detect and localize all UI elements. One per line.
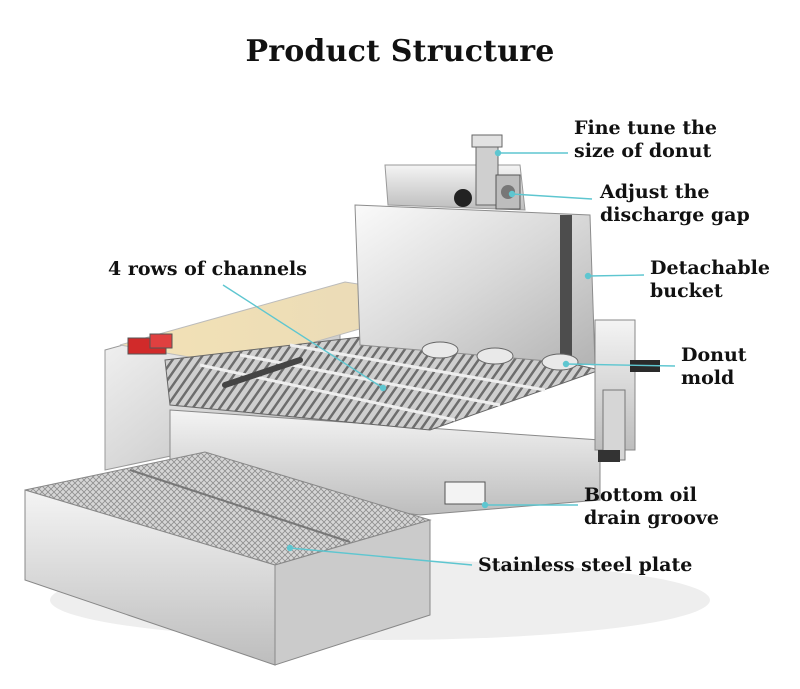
conveyor-roller: [222, 357, 303, 388]
label-drain-line2: drain groove: [584, 507, 720, 529]
label-discharge-gap: Adjust the discharge gap: [600, 181, 750, 227]
label-discharge-line2: discharge gap: [600, 204, 750, 226]
leader-fine-tune-dot: [494, 149, 502, 157]
channel-divider-1: [199, 363, 456, 422]
label-bucket: Detachable bucket: [650, 257, 770, 303]
label-drain-groove: Bottom oil drain groove: [584, 484, 719, 530]
label-donut-mold: Donut mold: [681, 344, 747, 390]
label-channels-line1: 4 rows of channels: [108, 258, 307, 280]
leader-lines: [222, 149, 676, 566]
donut-mold-2: [476, 347, 514, 365]
page-title: Product Structure: [245, 34, 555, 69]
donut-mold-3: [541, 353, 579, 371]
leader-discharge-dot: [508, 190, 516, 198]
leader-mold: [565, 363, 676, 367]
label-steel-plate: Stainless steel plate: [478, 554, 692, 577]
leader-channels: [222, 284, 384, 389]
right-side-column: [602, 389, 626, 461]
leader-plate-dot: [286, 544, 294, 552]
label-discharge-line1: Adjust the: [600, 181, 710, 203]
leader-bucket: [587, 274, 645, 277]
leader-mold-dot: [562, 360, 570, 368]
drain-tray-side: [274, 519, 431, 666]
leader-bucket-dot: [584, 272, 592, 280]
leader-discharge: [511, 193, 593, 200]
label-fine-tune-line1: Fine tune the: [574, 117, 718, 139]
fine-tune-screw-head: [471, 134, 503, 148]
leader-plate: [289, 547, 473, 566]
label-mold-line1: Donut: [681, 344, 747, 366]
label-bucket-line2: bucket: [650, 280, 723, 302]
channel-divider-3: [289, 343, 546, 392]
warning-sticker: [444, 481, 486, 505]
bucket-front: [354, 204, 596, 366]
label-fine-tune: Fine tune the size of donut: [574, 117, 717, 163]
label-plate-line1: Stainless steel plate: [478, 554, 693, 576]
leader-channels-dot: [379, 384, 387, 392]
leader-drain-dot: [481, 501, 489, 509]
label-bucket-line1: Detachable: [650, 257, 770, 279]
label-channels: 4 rows of channels: [108, 258, 307, 281]
bucket-side-stripe: [560, 215, 572, 365]
right-foot: [598, 450, 620, 462]
left-control-buttons-2: [149, 333, 173, 349]
donut-mold-1: [421, 341, 459, 359]
tray-mesh-divider: [129, 469, 351, 543]
lid-knob: [454, 189, 472, 207]
label-fine-tune-line2: size of donut: [574, 140, 712, 162]
label-mold-line2: mold: [681, 367, 735, 389]
label-drain-line1: Bottom oil: [584, 484, 697, 506]
